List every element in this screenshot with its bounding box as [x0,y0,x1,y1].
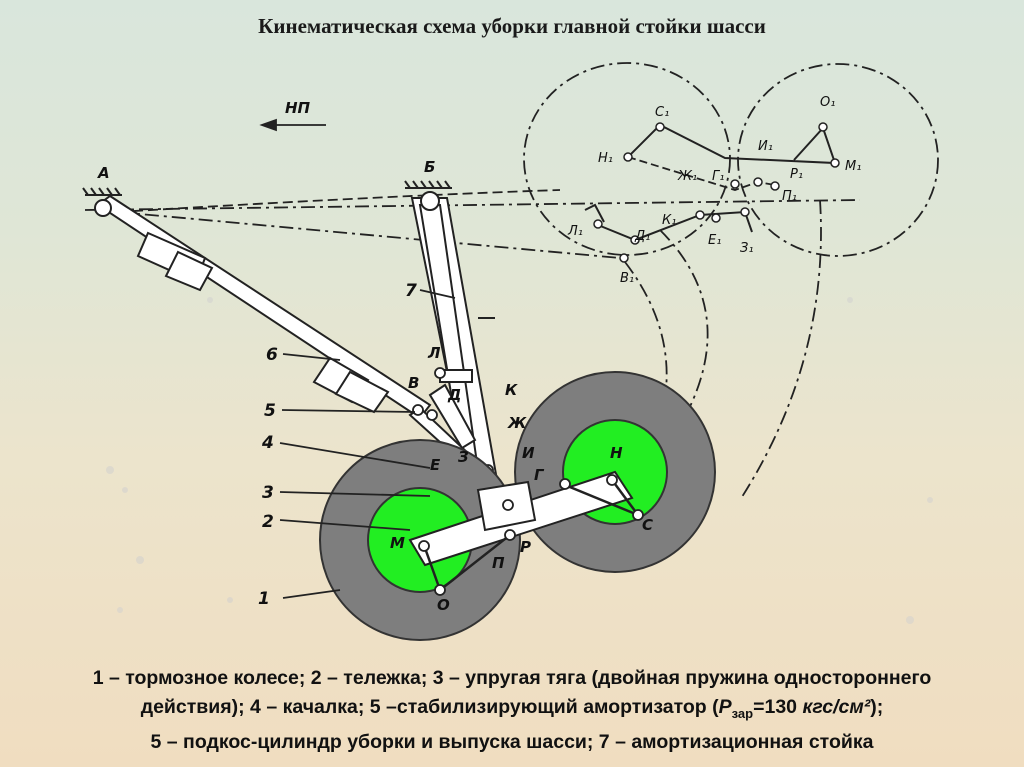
caption-line-1: 1 – тормозное колесе; 2 – тележка; 3 – у… [92,667,932,689]
point-label-E: Е [430,456,441,474]
page-title: Кинематическая схема уборки главной стой… [258,14,766,38]
point-label-G: Г [534,466,545,484]
retracted-linkage-2 [627,156,776,191]
label-G1: Г₁ [712,169,724,184]
retracted-joints [593,122,840,263]
label-L1: Л₁ [567,224,583,239]
point-label-O: О [437,596,450,614]
spring-link-3 [423,479,640,591]
part-number-7: 7 [405,281,417,301]
point-label-N: Н [610,444,623,462]
label-N1: Н₁ [598,151,613,166]
label-I1: И₁ [758,139,773,154]
point-label-M: М [390,534,405,552]
flight-direction-arrow [259,118,326,132]
point-label-K: К [505,381,518,399]
label-E1: Е₁ [708,233,721,248]
landing-gear-kinematic-diagram: С₁ О₁ Н₁ И₁ М₁ Ж₁ Г₁ Р₁ П₁ Л₁ Д₁ К₁ Е₁ З… [82,62,939,641]
part-callouts [279,289,456,599]
point-label-V: В [408,374,419,392]
label-K1: К₁ [662,213,676,228]
label-P1: П₁ [782,189,797,204]
bogie-joints [418,474,644,596]
label-O1: О₁ [820,95,835,110]
part-number-3: 3 [262,483,274,503]
extended-point-labels: В Л Д Е К Ж З И Г М Н О П Р С [390,344,653,614]
point-label-S: С [642,516,653,534]
retracted-linkage [627,123,837,165]
point-label-D: Д [447,386,461,404]
caption-line-3: 5 – подкос-цилиндр уборки и выпуска шасс… [150,730,874,753]
retracted-wheel-circle-right [737,63,939,257]
point-label-I: И [522,444,535,462]
label-Z1: З₁ [740,241,754,256]
point-label-L: Л [427,344,441,362]
upper-dash-line [117,189,561,213]
ground-axis-line [84,199,861,211]
part-number-2: 2 [262,512,274,532]
background-speckles [106,297,933,624]
point-label-ZH: Ж [507,414,527,432]
legend-caption: 1 – тормозное колесе; 2 – тележка; 3 – у… [8,664,1016,757]
part-number-1: 1 [258,589,270,609]
retraction-cylinder-6 [94,194,432,420]
part-number-6: 6 [266,345,278,365]
part-number-5: 5 [264,401,276,421]
support-A [82,187,122,196]
point-label-P: П [492,554,505,572]
wheel-trajectory-right [739,199,822,501]
direction-label: НП [285,99,311,117]
support-B [404,180,452,189]
strut-retract-line [117,211,621,259]
point-label-B: Б [424,158,435,176]
caption-line-2: действия); 4 – качалка; 5 –стабилизирующ… [140,696,884,721]
retracted-bogie-2 [584,203,605,223]
label-V1: В₁ [620,271,634,286]
label-C1: С₁ [655,105,669,120]
point-label-A: А [97,164,110,182]
part-number-4: 4 [261,433,274,453]
label-D1: Д₁ [634,229,650,244]
label-ZH1: Ж₁ [677,169,697,184]
label-M1: М₁ [845,159,861,174]
point-label-R: Р [520,538,531,556]
label-R1: Р₁ [790,167,803,182]
part-numbers: 1 2 3 4 5 6 7 [258,281,417,609]
retracted-labels: С₁ О₁ Н₁ И₁ М₁ Ж₁ Г₁ Р₁ П₁ Л₁ Д₁ К₁ Е₁ З… [567,95,861,286]
point-label-Z: З [458,448,469,466]
